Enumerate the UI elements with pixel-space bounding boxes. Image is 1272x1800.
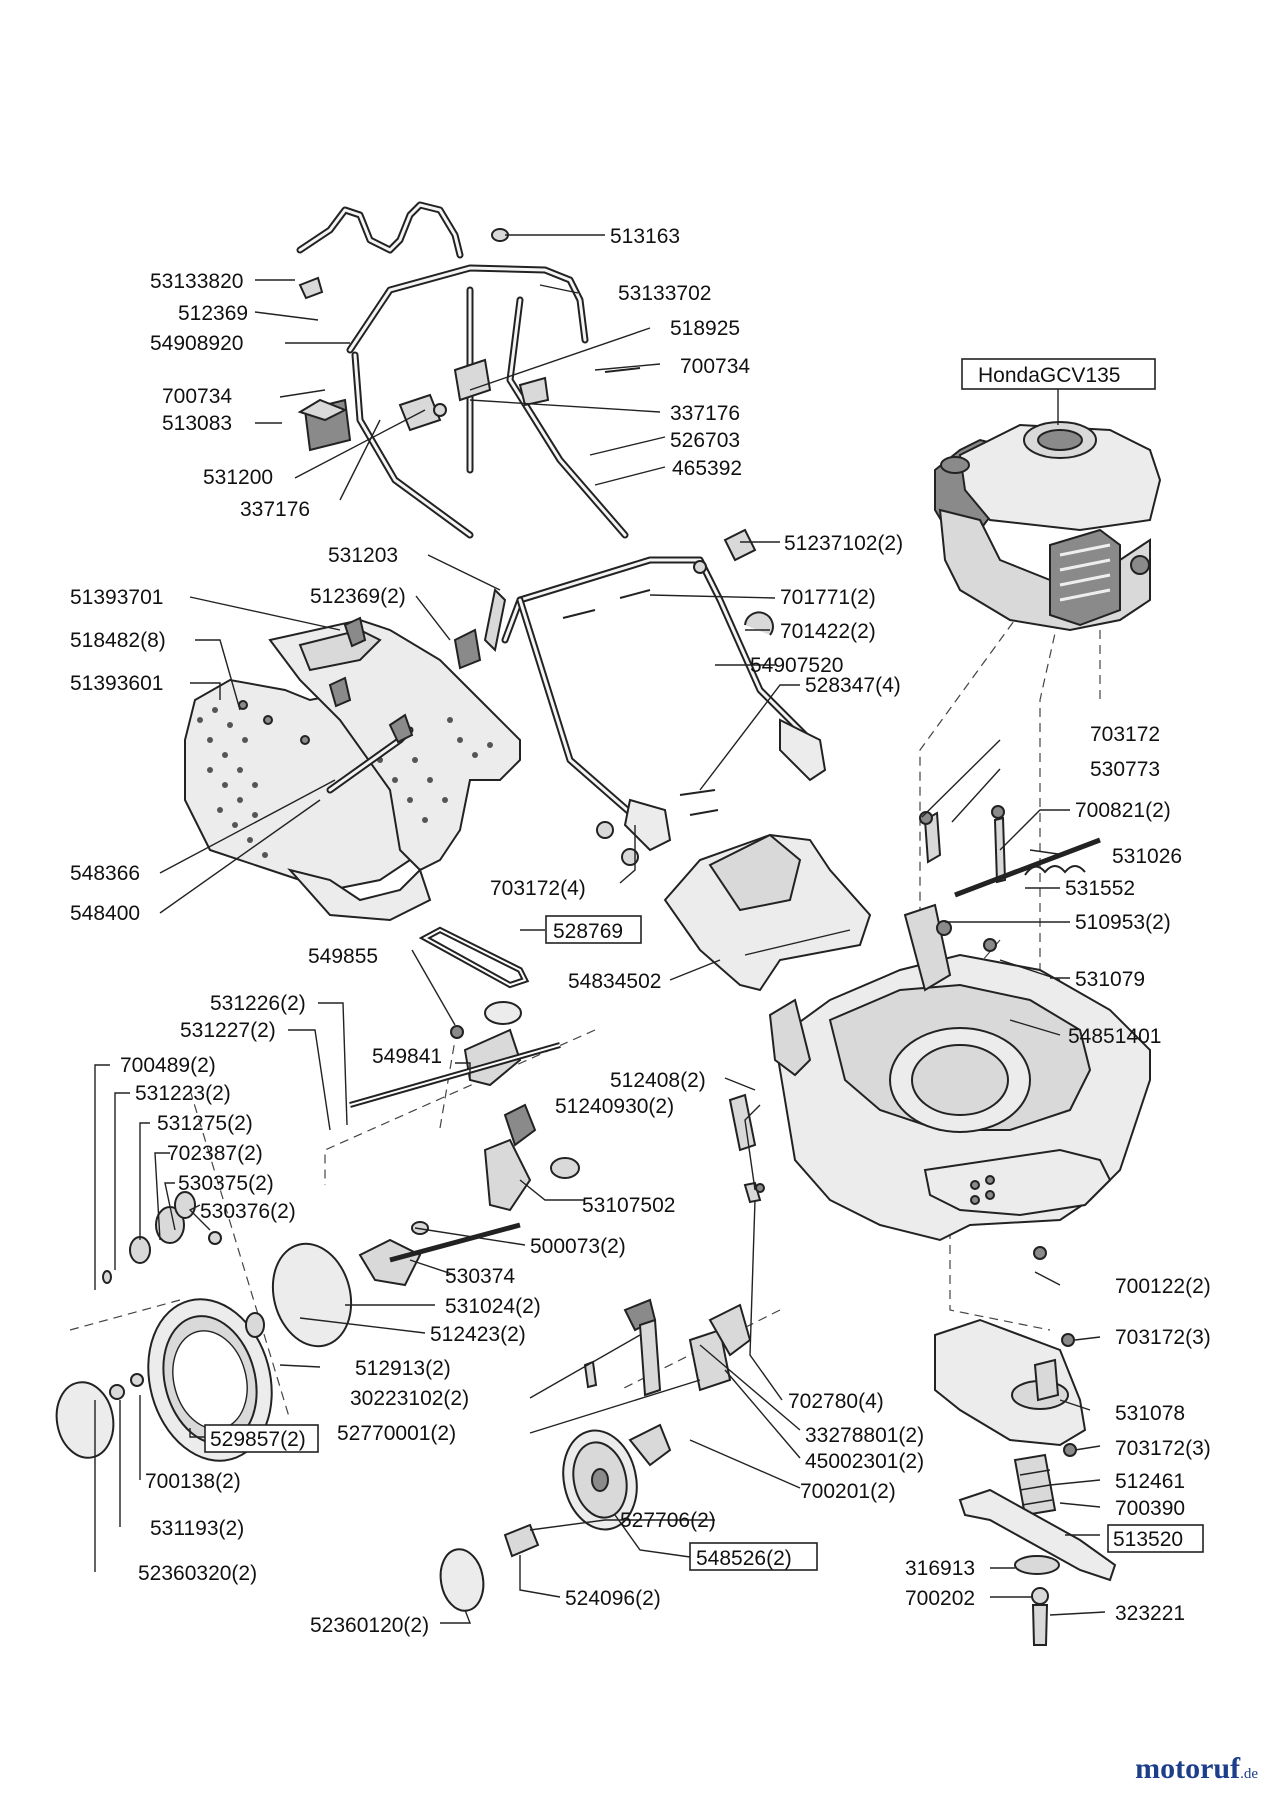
part-label: 465392 (672, 457, 742, 480)
part-label: 54908920 (150, 332, 243, 355)
part-label: 531552 (1065, 877, 1135, 900)
part-label: 700734 (162, 385, 232, 408)
part-label: 703172(3) (1115, 1326, 1211, 1349)
part-label: 512369(2) (310, 585, 406, 608)
part-label: 45002301(2) (805, 1450, 924, 1473)
part-label: 700202 (905, 1587, 975, 1610)
part-labels: 513163 53133820 53133702 512369 518925 5… (70, 225, 1211, 1637)
part-label: 510953(2) (1075, 911, 1171, 934)
part-label: 512408(2) (610, 1069, 706, 1092)
part-label: 548400 (70, 902, 140, 925)
part-label: 702780(4) (788, 1390, 884, 1413)
part-label: 530375(2) (178, 1172, 274, 1195)
part-label: 703172(3) (1115, 1437, 1211, 1460)
part-label: 531226(2) (210, 992, 306, 1015)
part-label: 54834502 (568, 970, 661, 993)
upper-handle (296, 201, 629, 539)
part-label: 548526(2) (696, 1547, 792, 1570)
part-label: 513083 (162, 412, 232, 435)
part-label: 702387(2) (167, 1142, 263, 1165)
part-label: 548366 (70, 862, 140, 885)
part-label: 30223102(2) (350, 1387, 469, 1410)
part-label: 316913 (905, 1557, 975, 1580)
part-label: 53133820 (150, 270, 243, 293)
part-label: 54851401 (1068, 1025, 1161, 1048)
part-label: 700390 (1115, 1497, 1185, 1520)
part-label: 52360320(2) (138, 1562, 257, 1585)
part-label: 531024(2) (445, 1295, 541, 1318)
part-label: 527706(2) (620, 1509, 716, 1532)
part-label: 531026 (1112, 845, 1182, 868)
part-label: 530773 (1090, 758, 1160, 781)
part-label: 701771(2) (780, 586, 876, 609)
part-label: 52360120(2) (310, 1614, 429, 1637)
part-label: 700489(2) (120, 1054, 216, 1077)
part-label: 700821(2) (1075, 799, 1171, 822)
drive-belt (418, 926, 530, 989)
engine (934, 421, 1162, 632)
part-label: 531203 (328, 544, 398, 567)
blade-assembly (934, 1246, 1117, 1646)
part-label: 512913(2) (355, 1357, 451, 1380)
engine-label: HondaGCV135 (978, 364, 1120, 387)
part-label: 531275(2) (157, 1112, 253, 1135)
part-label: 528347(4) (805, 674, 901, 697)
part-label: 52770001(2) (337, 1422, 456, 1445)
part-label: 700138(2) (145, 1470, 241, 1493)
part-label: 513163 (610, 225, 680, 248)
part-label: 701422(2) (780, 620, 876, 643)
boxed-part-labels (204, 915, 1204, 1571)
mower-deck (768, 903, 1151, 1242)
part-label: 531223(2) (135, 1082, 231, 1105)
part-label: 526703 (670, 429, 740, 452)
part-label: 531193(2) (150, 1517, 244, 1540)
leader-lines (94, 234, 1106, 1624)
part-label: 518925 (670, 317, 740, 340)
part-label: 51393601 (70, 672, 163, 695)
front-wheel (439, 1093, 765, 1612)
part-label: 51240930(2) (555, 1095, 674, 1118)
part-label: 531078 (1115, 1402, 1185, 1425)
part-label: 337176 (240, 498, 310, 521)
rear-flap (663, 833, 872, 992)
part-label: 518482(8) (70, 629, 166, 652)
part-label: 531200 (203, 466, 273, 489)
part-label: 53133702 (618, 282, 711, 305)
part-label: 54907520 (750, 654, 843, 677)
handle-hardware (297, 228, 774, 866)
part-label: 700734 (680, 355, 750, 378)
part-label: 53107502 (582, 1194, 675, 1217)
part-label: 549841 (372, 1045, 442, 1068)
part-label: 549855 (308, 945, 378, 968)
part-label: 512369 (178, 302, 248, 325)
part-label: 700201(2) (800, 1480, 896, 1503)
part-label: 703172(4) (490, 877, 586, 900)
part-label: 51393701 (70, 586, 163, 609)
watermark-logo: motoruf.de (1135, 1752, 1258, 1785)
grass-catcher (184, 616, 521, 922)
lower-handle (501, 556, 827, 852)
part-label: 524096(2) (565, 1587, 661, 1610)
part-label: 33278801(2) (805, 1424, 924, 1447)
part-label: 528769 (553, 920, 623, 943)
part-label: 531227(2) (180, 1019, 276, 1042)
part-label: 51237102(2) (784, 532, 903, 555)
part-label: 512423(2) (430, 1323, 526, 1346)
rear-wheel (55, 1191, 353, 1462)
part-label: 530374 (445, 1265, 515, 1288)
part-label: 700122(2) (1115, 1275, 1211, 1298)
part-label: 337176 (670, 402, 740, 425)
part-label: 513520 (1113, 1528, 1183, 1551)
part-label: 530376(2) (200, 1200, 296, 1223)
gearbox (349, 1001, 580, 1287)
part-label: 529857(2) (210, 1428, 306, 1451)
part-label: 512461 (1115, 1470, 1185, 1493)
part-label: 703172 (1090, 723, 1160, 746)
part-label: 323221 (1115, 1602, 1185, 1625)
part-label: 531079 (1075, 968, 1145, 991)
part-label: 500073(2) (530, 1235, 626, 1258)
